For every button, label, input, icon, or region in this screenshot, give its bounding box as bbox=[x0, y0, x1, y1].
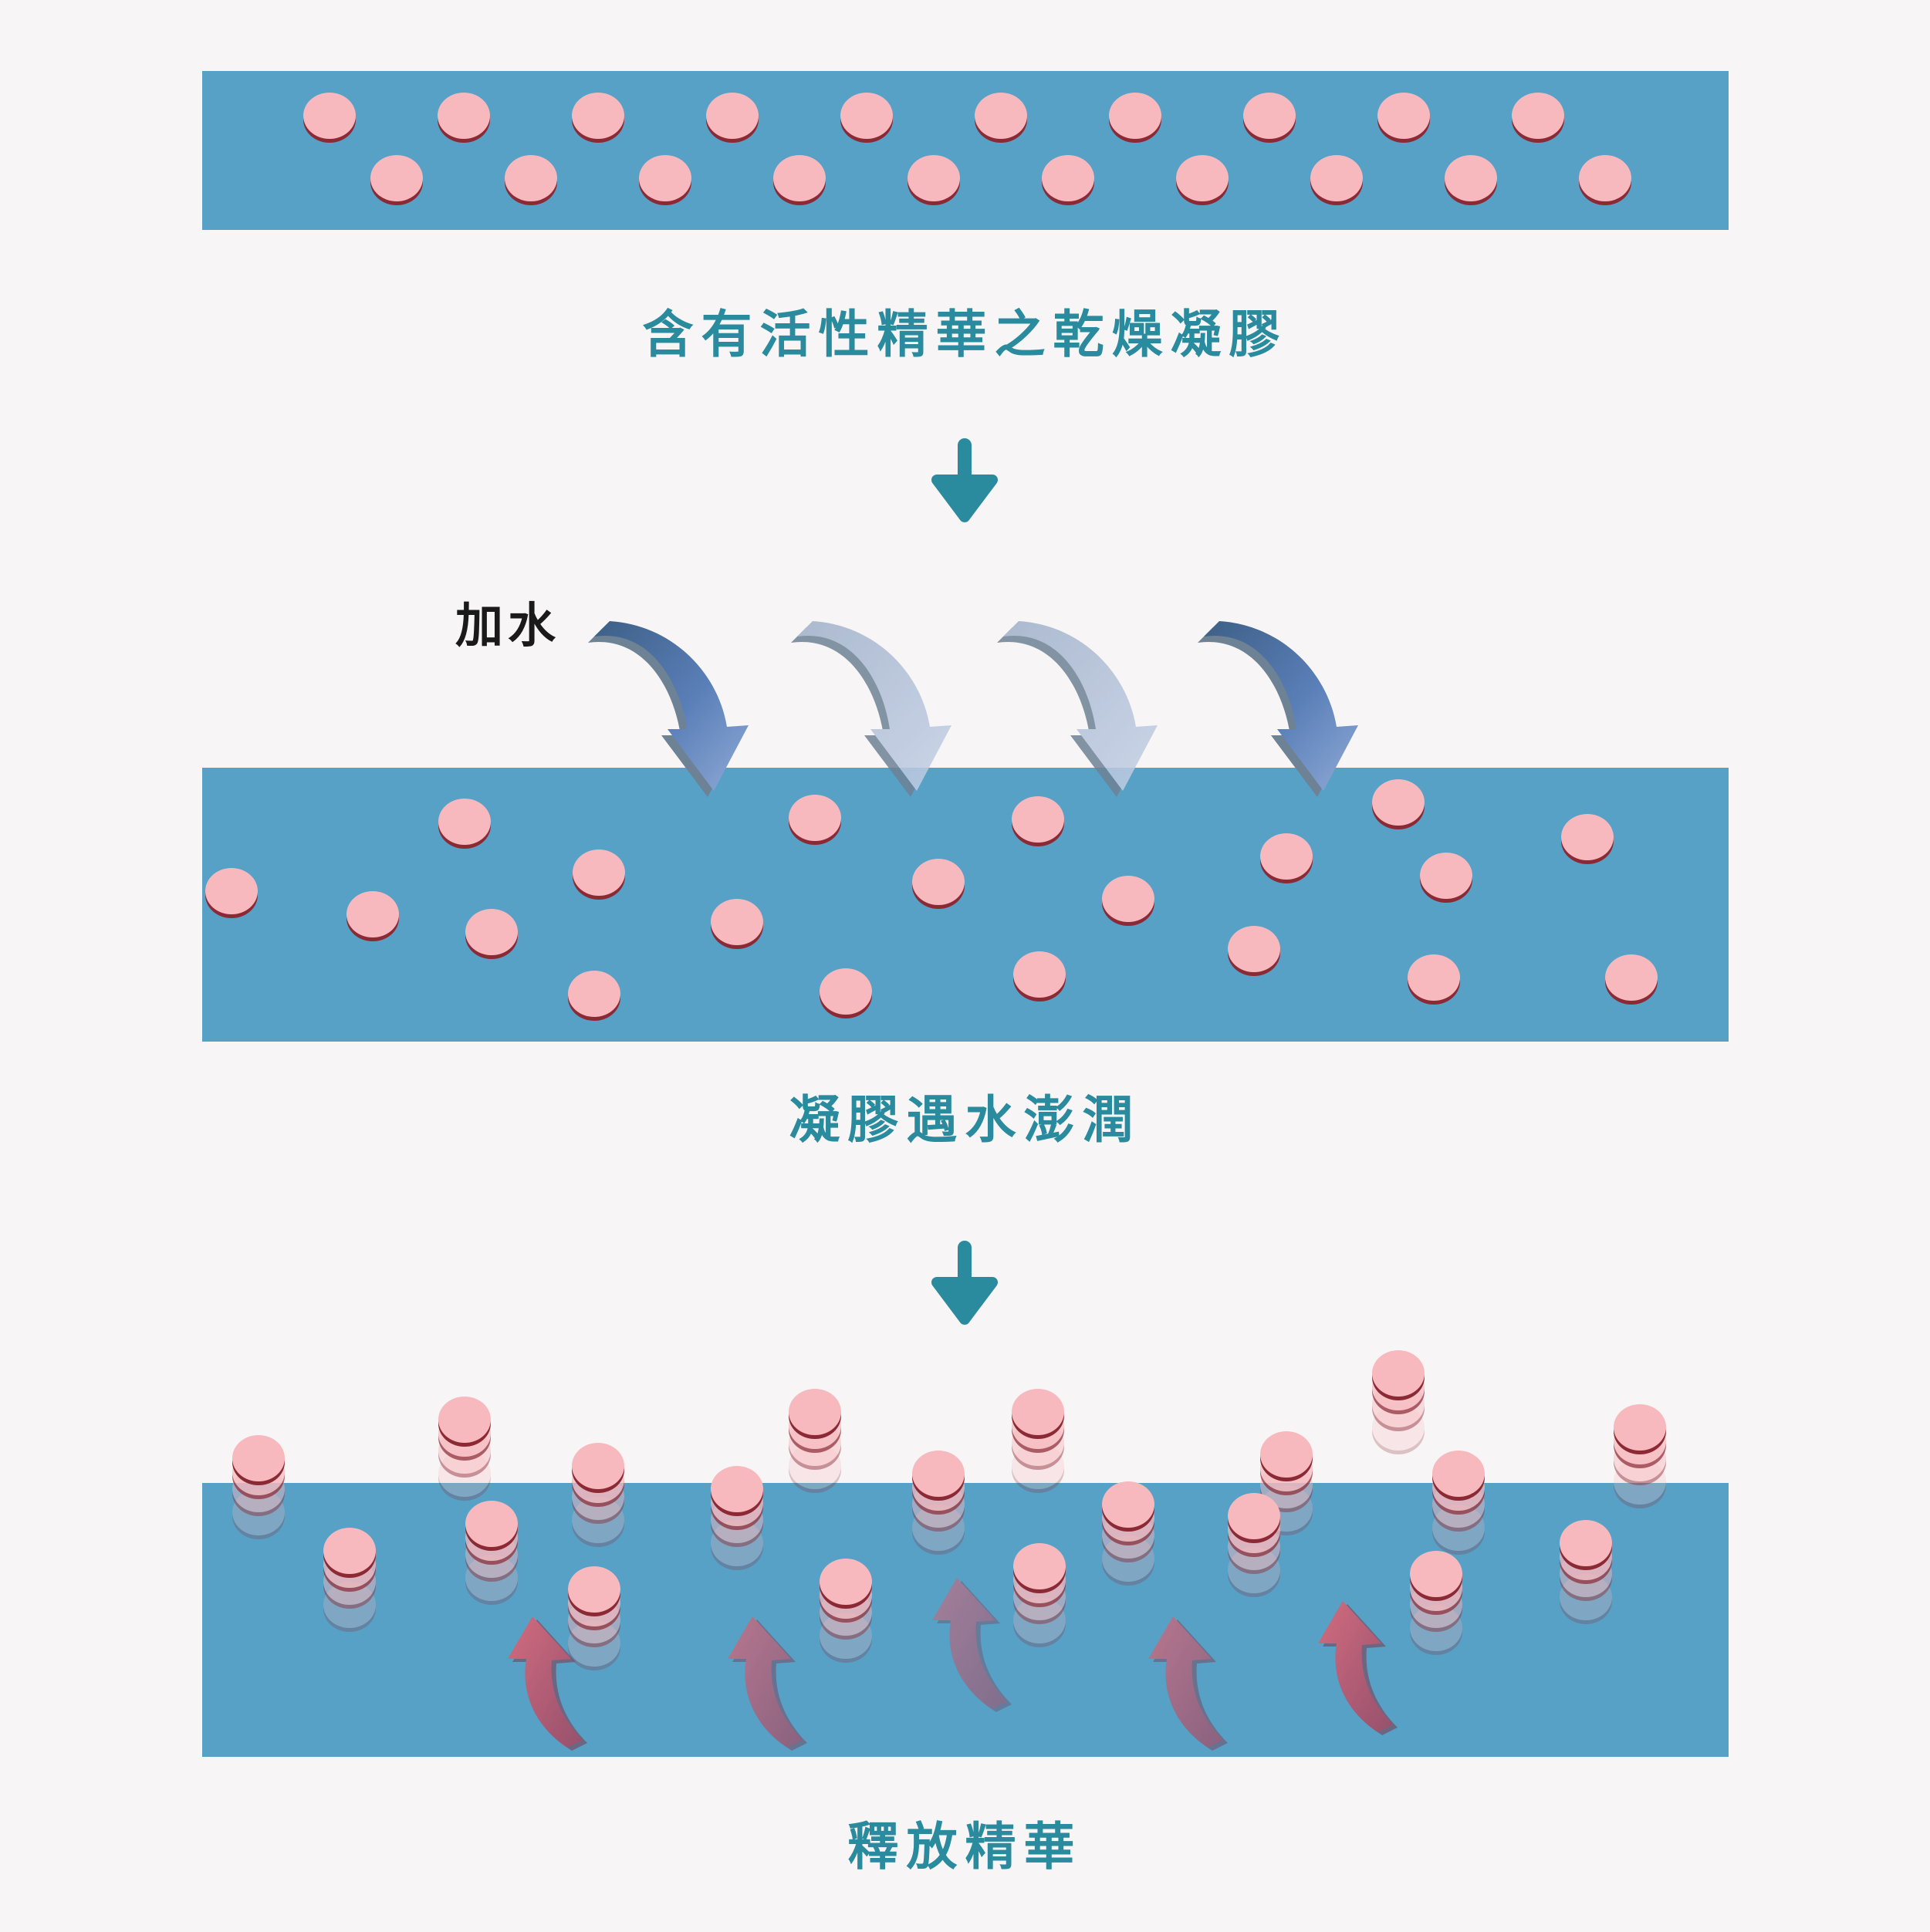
particle bbox=[1605, 954, 1658, 1005]
curved-arrow-up-icon bbox=[1318, 1601, 1398, 1735]
particle-trail bbox=[1013, 1597, 1066, 1647]
particle bbox=[465, 909, 518, 959]
particle-trail bbox=[820, 1613, 872, 1663]
particle-trail bbox=[1410, 1605, 1462, 1655]
curved-arrow-up-icon bbox=[932, 1578, 1012, 1712]
particle bbox=[505, 155, 557, 205]
particle bbox=[1408, 954, 1460, 1005]
particle bbox=[1042, 155, 1094, 205]
particle bbox=[1013, 1543, 1066, 1593]
particle-trail bbox=[323, 1582, 376, 1632]
particle bbox=[840, 93, 893, 143]
particle bbox=[1432, 1451, 1485, 1501]
particle bbox=[1420, 853, 1472, 903]
particle bbox=[205, 868, 258, 918]
particle bbox=[711, 1466, 763, 1516]
particle bbox=[789, 795, 841, 845]
dry-gel-band bbox=[202, 71, 1729, 230]
particle-trail bbox=[1432, 1505, 1485, 1555]
caption-dry-gel: 含有活性精華之乾燥凝膠 bbox=[642, 305, 1288, 364]
particle bbox=[438, 93, 490, 143]
particle bbox=[1013, 951, 1066, 1001]
particle bbox=[639, 155, 691, 205]
caption-gel-swelling: 凝膠遇水澎潤 bbox=[789, 1090, 1141, 1150]
particle bbox=[773, 155, 826, 205]
particle-trail bbox=[568, 1620, 620, 1670]
particle bbox=[1228, 926, 1280, 976]
particle bbox=[1260, 833, 1313, 883]
particle bbox=[1372, 779, 1425, 829]
particle bbox=[1102, 1481, 1154, 1532]
particle bbox=[1561, 814, 1614, 864]
particle-trail bbox=[465, 1555, 518, 1605]
particle bbox=[568, 1566, 620, 1616]
particle bbox=[706, 93, 759, 143]
particle bbox=[1012, 1389, 1064, 1439]
particle-trail bbox=[1012, 1443, 1064, 1493]
particle bbox=[572, 93, 624, 143]
particle bbox=[1109, 93, 1161, 143]
particle bbox=[1614, 1404, 1666, 1454]
particle-trail bbox=[711, 1520, 763, 1570]
caption-release-essence: 釋放精華 bbox=[847, 1817, 1083, 1876]
curved-arrow-up-icon bbox=[728, 1616, 807, 1751]
curved-arrow-down-icon bbox=[1198, 621, 1358, 797]
particle-trail bbox=[1372, 1404, 1425, 1454]
particle bbox=[975, 93, 1027, 143]
particle bbox=[1372, 1350, 1425, 1400]
particle-trail bbox=[1102, 1535, 1154, 1586]
particle bbox=[438, 799, 491, 849]
curved-arrow-down-icon bbox=[997, 621, 1158, 797]
particle bbox=[1445, 155, 1497, 205]
particle bbox=[1512, 93, 1564, 143]
particle bbox=[912, 1451, 965, 1501]
particle bbox=[1260, 1431, 1313, 1481]
particle-trail bbox=[232, 1489, 285, 1539]
particle-trail bbox=[1614, 1458, 1666, 1508]
particle bbox=[568, 971, 620, 1021]
particle bbox=[1228, 1493, 1280, 1543]
particle bbox=[346, 891, 399, 941]
particle bbox=[912, 859, 965, 909]
particle-trail bbox=[1560, 1574, 1612, 1624]
arrow-down-icon bbox=[931, 438, 998, 522]
add-water-label: 加水 bbox=[455, 597, 561, 654]
particle-trail bbox=[438, 1451, 491, 1501]
particle bbox=[820, 968, 872, 1018]
particle bbox=[1310, 155, 1363, 205]
particle bbox=[303, 93, 356, 143]
particle bbox=[908, 155, 960, 205]
curved-arrow-up-icon bbox=[1148, 1616, 1228, 1751]
particle bbox=[465, 1501, 518, 1551]
particle bbox=[1377, 93, 1430, 143]
particle bbox=[438, 1397, 491, 1447]
particle-trail bbox=[912, 1505, 965, 1555]
particle bbox=[1176, 155, 1229, 205]
particle bbox=[572, 1443, 624, 1493]
particle-trail bbox=[1228, 1547, 1280, 1597]
particle-trail bbox=[572, 1497, 624, 1547]
curved-arrow-up-icon bbox=[508, 1616, 587, 1751]
particle bbox=[1012, 796, 1064, 846]
particle bbox=[1579, 155, 1631, 205]
particle bbox=[711, 899, 763, 949]
particle bbox=[1102, 876, 1154, 926]
particle bbox=[232, 1435, 285, 1485]
particle bbox=[1410, 1551, 1462, 1601]
curved-arrow-down-icon bbox=[588, 621, 749, 797]
particle bbox=[1243, 93, 1296, 143]
curved-arrow-down-icon bbox=[791, 621, 951, 797]
particle bbox=[820, 1559, 872, 1609]
swollen-gel-band bbox=[202, 768, 1729, 1042]
particle bbox=[370, 155, 423, 205]
arrow-down-icon bbox=[931, 1241, 998, 1325]
particle bbox=[1560, 1520, 1612, 1570]
particle bbox=[323, 1528, 376, 1578]
particle bbox=[573, 849, 625, 900]
particle bbox=[789, 1389, 841, 1439]
particle-trail bbox=[789, 1443, 841, 1493]
